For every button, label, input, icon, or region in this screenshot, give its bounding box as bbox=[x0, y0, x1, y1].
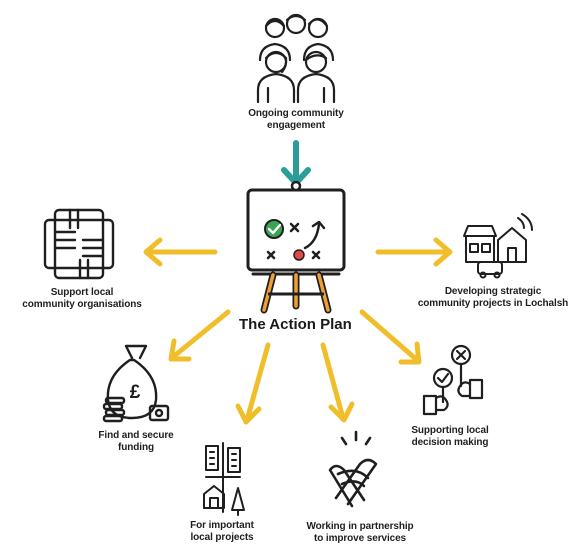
voting-signs-icon bbox=[422, 344, 484, 416]
node-label-support: Support local community organisations bbox=[22, 287, 142, 310]
arrow-to-support bbox=[143, 237, 218, 267]
arrow-to-partnership bbox=[320, 342, 355, 423]
easel-strategy-board-icon bbox=[246, 180, 346, 314]
arrow-to-local-projects bbox=[235, 342, 271, 425]
money-bag-pound-icon bbox=[102, 344, 170, 423]
node-label-funding: Find and secure funding bbox=[98, 430, 174, 453]
center-title: The Action Plan bbox=[239, 316, 352, 333]
node-label-partnership: Working in partnership to improve servic… bbox=[306, 521, 414, 544]
local-buildings-icon bbox=[203, 442, 245, 516]
node-label-engagement: Ongoing community engagement bbox=[248, 108, 344, 131]
node-label-strategic: Developing strategic community projects … bbox=[417, 286, 569, 309]
community-group-icon bbox=[256, 13, 336, 104]
node-label-decision: Supporting local decision making bbox=[411, 425, 489, 448]
arrow-to-decision bbox=[359, 309, 422, 365]
arrow-from-engagement bbox=[281, 140, 311, 186]
node-label-local-projects: For important local projects bbox=[190, 520, 254, 543]
arrow-to-funding bbox=[168, 309, 231, 362]
town-buildings-icon bbox=[463, 213, 533, 279]
arrow-to-strategic bbox=[375, 237, 453, 267]
linked-hands-icon bbox=[43, 208, 115, 280]
handshake-icon bbox=[328, 430, 378, 508]
pound-glyph: £ bbox=[130, 382, 141, 403]
